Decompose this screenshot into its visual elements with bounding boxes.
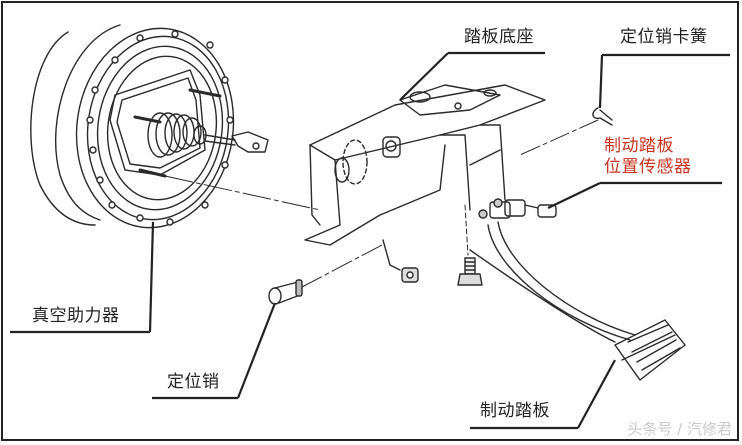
label-position-sensor-line1: 制动踏板	[604, 136, 674, 156]
vacuum-booster-drawing	[30, 24, 321, 229]
mounting-bolt-drawing	[457, 204, 483, 286]
label-pin-clip: 定位销卡簧	[620, 27, 708, 47]
watermark: 头条号 / 汽修君	[627, 420, 732, 438]
label-pedal-bracket: 踏板底座	[464, 27, 534, 47]
leader-lines	[10, 51, 730, 430]
label-position-sensor-line2: 位置传感器	[604, 157, 692, 177]
label-vacuum-booster: 真空助力器	[32, 306, 120, 326]
label-locating-pin: 定位销	[167, 372, 220, 392]
locating-pin-drawing	[268, 244, 383, 305]
pedal-bracket-drawing	[304, 84, 546, 283]
label-brake-pedal: 制动踏板	[480, 401, 550, 421]
pin-clip-drawing	[519, 107, 613, 156]
position-sensor-drawing	[478, 198, 557, 219]
brake-pedal-drawing	[469, 221, 686, 381]
